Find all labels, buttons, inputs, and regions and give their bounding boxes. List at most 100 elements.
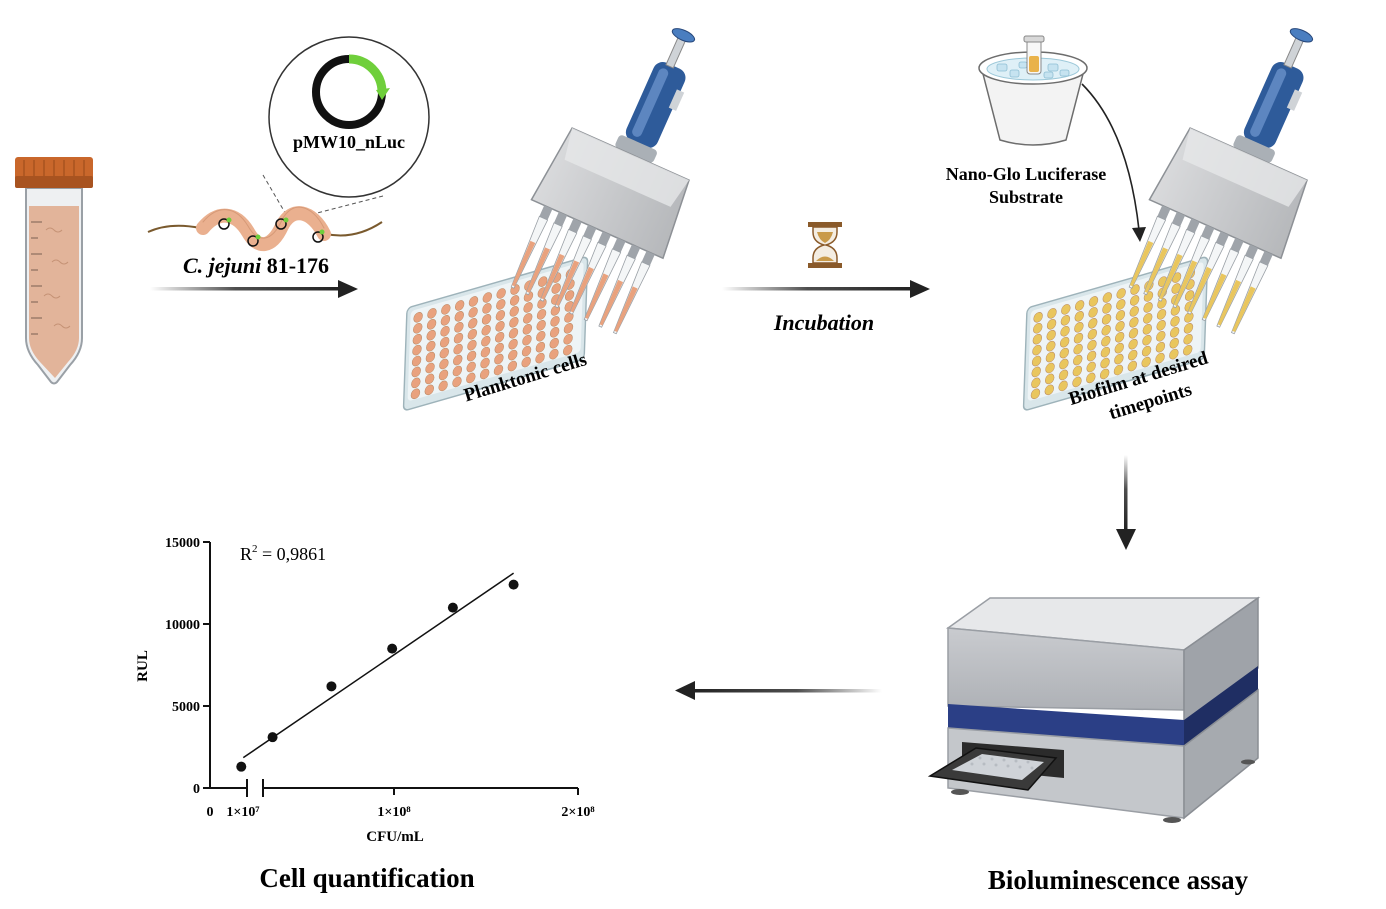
tip-liquid bbox=[526, 247, 550, 293]
well-yellow bbox=[1114, 342, 1124, 354]
arrow-2 bbox=[722, 280, 930, 298]
well-yellow bbox=[1183, 333, 1193, 345]
well-orange bbox=[411, 377, 421, 389]
well-yellow bbox=[1087, 339, 1097, 351]
multichannel-pipette-icon bbox=[510, 28, 696, 335]
well-yellow bbox=[1031, 355, 1042, 367]
well-yellow bbox=[1155, 352, 1165, 364]
chart-y-label: RUL bbox=[135, 650, 151, 682]
well-orange bbox=[521, 356, 531, 368]
well-orange bbox=[523, 313, 533, 324]
well-orange bbox=[563, 333, 573, 345]
well-yellow bbox=[1061, 304, 1071, 315]
well-yellow bbox=[1170, 316, 1180, 327]
well-yellow bbox=[1046, 329, 1056, 341]
arrow-1 bbox=[150, 280, 358, 298]
tip-liquid bbox=[599, 279, 624, 326]
well-orange bbox=[466, 361, 476, 373]
tip-nozzle bbox=[1171, 211, 1186, 227]
bioluminescence-title: Bioluminescence assay bbox=[988, 865, 1249, 895]
well-orange bbox=[412, 333, 423, 345]
tip-nozzle bbox=[1245, 244, 1259, 260]
well-orange bbox=[538, 276, 548, 287]
well-orange bbox=[509, 306, 519, 317]
well-orange bbox=[426, 329, 436, 341]
tip-liquid bbox=[1232, 286, 1256, 332]
well-orange bbox=[508, 327, 519, 339]
well-orange bbox=[426, 319, 437, 330]
well-orange bbox=[536, 320, 546, 331]
well-orange bbox=[439, 347, 449, 359]
well-yellow bbox=[1114, 331, 1125, 343]
chart-x-tick-label: 1×10⁷ bbox=[226, 805, 259, 820]
well-orange bbox=[550, 316, 560, 327]
well-orange bbox=[439, 358, 449, 370]
well-yellow bbox=[1033, 312, 1043, 323]
bacterium-icon bbox=[147, 206, 383, 251]
chart-y-tick-label: 5000 bbox=[172, 700, 200, 715]
well-yellow bbox=[1102, 303, 1112, 314]
tip-nozzle bbox=[597, 231, 611, 247]
well-yellow bbox=[1088, 296, 1099, 307]
well-yellow bbox=[1099, 368, 1110, 380]
well-yellow bbox=[1088, 307, 1098, 318]
chart-y-tick-label: 0 bbox=[193, 782, 200, 797]
tip-liquid bbox=[1217, 279, 1242, 326]
well-orange bbox=[549, 337, 559, 349]
well-yellow bbox=[1086, 372, 1096, 384]
well-orange bbox=[563, 344, 573, 356]
substrate-label-2: Substrate bbox=[989, 187, 1063, 207]
chart-x-tick-label: 0 bbox=[207, 805, 214, 820]
well-orange bbox=[453, 343, 463, 355]
well-orange bbox=[521, 345, 532, 357]
well-yellow bbox=[1114, 353, 1124, 365]
tip-liquid bbox=[1203, 273, 1227, 319]
well-yellow bbox=[1060, 325, 1070, 337]
arrow-4 bbox=[675, 681, 882, 700]
multichannel-pipette-2-icon bbox=[1128, 28, 1314, 335]
plasmid-callout: pMW10_nLuc bbox=[262, 36, 430, 220]
well-yellow bbox=[1044, 384, 1054, 396]
well-yellow bbox=[1058, 369, 1069, 381]
tip-nozzle bbox=[568, 218, 582, 234]
tip-liquid bbox=[1129, 240, 1154, 287]
well-orange bbox=[425, 351, 436, 363]
well-orange bbox=[411, 366, 421, 378]
well-orange bbox=[495, 310, 506, 321]
well-yellow bbox=[1156, 320, 1166, 331]
well-yellow bbox=[1129, 306, 1139, 317]
well-yellow bbox=[1074, 322, 1084, 333]
well-yellow bbox=[1116, 299, 1126, 310]
well-orange bbox=[468, 318, 478, 329]
well-orange bbox=[412, 344, 422, 356]
well-orange bbox=[523, 302, 533, 313]
tip-liquid bbox=[1144, 247, 1168, 293]
well-yellow bbox=[1047, 308, 1057, 319]
arrow-3 bbox=[1116, 455, 1136, 550]
well-yellow bbox=[1074, 300, 1085, 311]
well-yellow bbox=[1129, 295, 1140, 306]
well-yellow bbox=[1046, 340, 1056, 352]
chart-point bbox=[447, 602, 458, 613]
well-yellow bbox=[1033, 322, 1043, 334]
well-yellow bbox=[1059, 358, 1069, 370]
well-yellow bbox=[1128, 327, 1139, 339]
tip-liquid bbox=[541, 253, 565, 300]
well-orange bbox=[494, 331, 505, 343]
tip-nozzle bbox=[553, 211, 568, 227]
well-yellow bbox=[1060, 315, 1071, 326]
ice-bucket-icon bbox=[978, 35, 1088, 146]
tip-nozzle bbox=[612, 237, 626, 253]
well-orange bbox=[454, 322, 464, 333]
well-orange bbox=[468, 307, 478, 318]
well-yellow bbox=[1073, 332, 1084, 344]
well-yellow bbox=[1184, 290, 1195, 301]
well-yellow bbox=[1169, 327, 1180, 338]
well-orange bbox=[467, 328, 478, 340]
tip-nozzle bbox=[1259, 250, 1273, 266]
well-orange bbox=[466, 372, 476, 384]
well-orange bbox=[496, 299, 506, 310]
well-orange bbox=[549, 348, 559, 360]
tip-nozzle bbox=[1230, 237, 1244, 253]
